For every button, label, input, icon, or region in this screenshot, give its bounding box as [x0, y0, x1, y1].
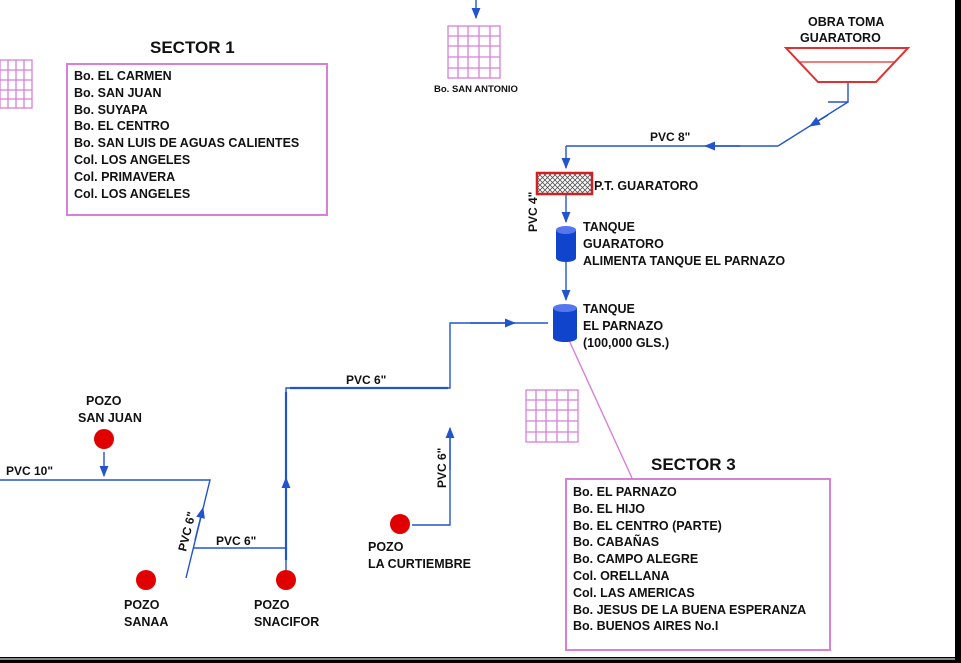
tank-parnazo-icon — [553, 304, 577, 342]
sector1-item: Bo. EL CARMEN — [74, 69, 172, 83]
label-pozo-curtiembre-2: LA CURTIEMBRE — [368, 557, 471, 571]
well-sanaa-icon — [136, 570, 156, 590]
treatment-plant-icon — [535, 171, 594, 196]
sector3-box: Bo. EL PARNAZO Bo. EL HIJO Bo. EL CENTRO… — [565, 478, 831, 651]
sector1-item: Bo. EL CENTRO — [74, 119, 170, 134]
sector1-item: Col. LOS ANGELES — [74, 152, 191, 167]
label-pvc-6-low: PVC 6" — [216, 534, 256, 548]
sector1-item: Col. LOS ANGELES — [74, 186, 191, 201]
grid-icon-left — [0, 59, 33, 109]
sector3-item: Bo. EL PARNAZO — [573, 485, 677, 499]
label-obra-toma-name: GUARATORO — [800, 31, 881, 45]
sector3-item: Bo. CAMPO ALEGRE — [573, 552, 699, 567]
obra-toma-icon — [783, 47, 911, 83]
sector1-title: SECTOR 1 — [150, 38, 235, 57]
label-pozo-snacifor-2: SNACIFOR — [254, 615, 319, 629]
sector3-item: Bo. EL CENTRO (PARTE) — [573, 518, 722, 533]
label-tanque-parnazo-3: (100,000 GLS.) — [583, 336, 669, 350]
label-pvc-10: PVC 10" — [6, 464, 53, 478]
sector1-item: Bo. SAN LUIS DE AGUAS CALIENTES — [74, 136, 300, 151]
tank-guaratoro-icon — [556, 226, 576, 262]
sector3-item: Col. LAS AMERICAS — [573, 585, 695, 600]
sector3-connector — [567, 337, 633, 479]
sector1-item: Bo. SUYAPA — [74, 102, 148, 117]
label-pozo-san-juan-1: POZO — [86, 394, 122, 408]
label-pozo-san-juan-2: SAN JUAN — [78, 411, 142, 425]
label-tanque-parnazo-1: TANQUE — [583, 302, 635, 316]
label-pvc-6-curtiembre: PVC 6" — [435, 448, 449, 488]
well-curtiembre-icon — [390, 514, 410, 534]
grid-icon-san-antonio — [447, 25, 501, 79]
label-pozo-snacifor-1: POZO — [254, 598, 290, 612]
label-pvc-4: PVC 4" — [526, 192, 540, 232]
label-pt-guaratoro: P.T. GUARATORO — [594, 179, 698, 193]
sector3-title: SECTOR 3 — [651, 455, 736, 474]
sector3-item: Bo. BUENOS AIRES No.I — [573, 619, 719, 634]
sector3-item: Bo. JESUS DE LA BUENA ESPERANZA — [573, 602, 807, 617]
sector3-item: Bo. CABAÑAS — [573, 535, 660, 550]
label-obra-toma: OBRA TOMA — [808, 15, 884, 29]
sector3-item: Col. ORELLANA — [573, 568, 670, 583]
label-san-antonio: Bo. SAN ANTONIO — [434, 84, 518, 95]
grid-icon-sector3 — [525, 389, 579, 443]
label-tanque-guaratoro-3: ALIMENTA TANQUE EL PARNAZO — [583, 254, 785, 268]
sector1-item: Col. PRIMAVERA — [74, 169, 176, 184]
sector3-item: Bo. EL HIJO — [573, 501, 646, 516]
label-pozo-sanaa-2: SANAA — [124, 615, 168, 629]
label-tanque-guaratoro-2: GUARATORO — [583, 237, 664, 251]
pipe-network — [0, 0, 849, 580]
label-pvc-8: PVC 8" — [650, 130, 690, 144]
sector1-item: Bo. SAN JUAN — [74, 85, 162, 100]
label-tanque-guaratoro-1: TANQUE — [583, 220, 635, 234]
well-snacifor-icon — [276, 570, 296, 590]
label-pvc-6-main: PVC 6" — [346, 373, 386, 387]
well-san-juan-icon — [94, 429, 114, 449]
label-pozo-sanaa-1: POZO — [124, 598, 160, 612]
label-pozo-curtiembre-1: POZO — [368, 540, 404, 554]
sector1-box: Bo. EL CARMEN Bo. SAN JUAN Bo. SUYAPA Bo… — [66, 63, 328, 216]
label-tanque-parnazo-2: EL PARNAZO — [583, 319, 663, 333]
